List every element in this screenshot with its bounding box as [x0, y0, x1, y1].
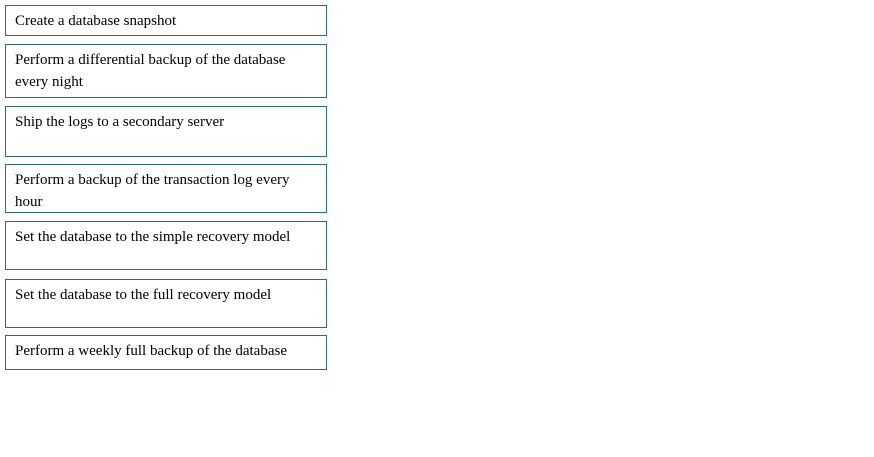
option-differential-backup-nightly[interactable]: Perform a differential backup of the dat… — [5, 44, 327, 98]
option-label: Perform a weekly full backup of the data… — [15, 343, 287, 359]
option-label: Ship the logs to a secondary server — [15, 114, 225, 130]
option-simple-recovery-model[interactable]: Set the database to the simple recovery … — [5, 221, 327, 270]
option-label: Set the database to the simple recovery … — [15, 229, 291, 245]
option-full-recovery-model[interactable]: Set the database to the full recovery mo… — [5, 279, 327, 328]
option-label: Set the database to the full recovery mo… — [15, 287, 272, 303]
option-label: Create a database snapshot — [15, 13, 177, 29]
option-weekly-full-backup[interactable]: Perform a weekly full backup of the data… — [5, 335, 327, 370]
option-label: Perform a differential backup of the dat… — [15, 52, 286, 90]
option-transaction-log-backup-hourly[interactable]: Perform a backup of the transaction log … — [5, 164, 327, 213]
option-ship-logs-secondary-server[interactable]: Ship the logs to a secondary server — [5, 106, 327, 157]
option-label: Perform a backup of the transaction log … — [15, 172, 290, 210]
option-create-database-snapshot[interactable]: Create a database snapshot — [5, 5, 327, 36]
